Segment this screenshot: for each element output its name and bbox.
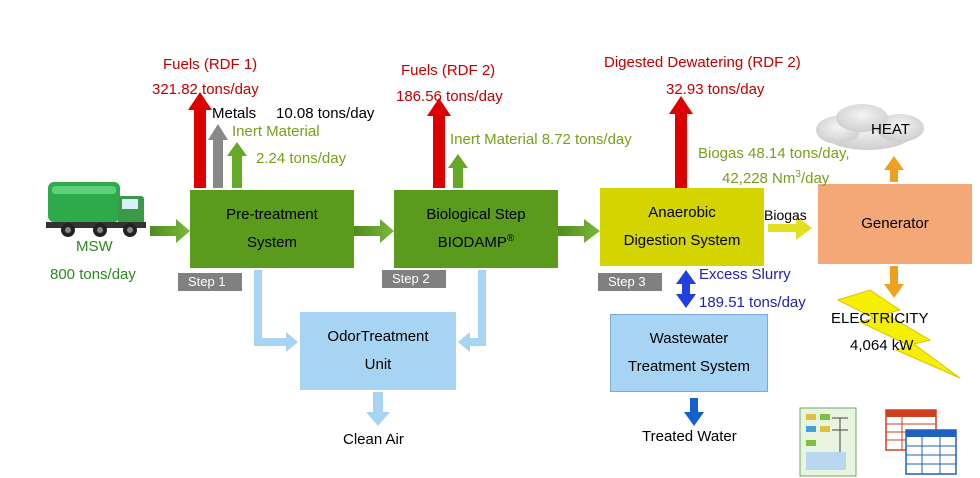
digested-label: Digested Dewatering (RDF 2) — [604, 54, 801, 71]
arrow-msw-to-pretreatment — [150, 219, 190, 243]
arrow-pretreatment-to-biological — [354, 219, 394, 243]
treated-water-label: Treated Water — [642, 428, 737, 445]
fuels-rdf1-label: Fuels (RDF 1) — [163, 56, 258, 73]
generator-label: Generator — [861, 215, 929, 232]
anaerobic-title-1: Anaerobic — [648, 204, 716, 221]
heat-label: HEAT — [871, 121, 910, 138]
step-3-tag: Step 3 — [598, 273, 662, 291]
wastewater-box: Wastewater Treatment System — [610, 314, 768, 392]
excess-slurry-label: Excess Slurry — [699, 266, 791, 283]
arrow-electricity — [884, 266, 904, 298]
step-2-tag: Step 2 — [382, 270, 446, 288]
odor-title-1: OdorTreatment — [327, 328, 429, 345]
arrow-clean-air — [366, 392, 390, 426]
arrow-digested-dewatering — [669, 96, 693, 188]
anaerobic-title-2: Digestion System — [623, 232, 741, 249]
clean-air-label: Clean Air — [343, 431, 404, 448]
fuels-rdf2-amount: 186.56 tons/day — [396, 88, 503, 105]
metals-label: Metals — [212, 105, 257, 122]
arrow-fuels-rdf1 — [188, 92, 212, 188]
step-1-tag: Step 1 — [178, 273, 242, 291]
biogas-flow-line1: Biogas 48.14 tons/day, — [698, 145, 850, 162]
odor-title-2: Unit — [364, 356, 392, 373]
biological-box: Biological Step BIODAMP® — [394, 190, 558, 268]
inert-1-label: Inert Material — [232, 123, 320, 140]
fuels-rdf2-label: Fuels (RDF 2) — [401, 62, 496, 79]
inert-2-label: Inert Material 8.72 tons/day — [450, 131, 632, 148]
arrow-heat — [884, 156, 904, 182]
odor-treatment-box: OdorTreatment Unit — [300, 312, 456, 390]
arrow-biological-to-anaerobic — [558, 219, 600, 243]
biogas-label: Biogas — [764, 207, 807, 223]
arrow-inert-2 — [448, 154, 468, 188]
excess-slurry-amount: 189.51 tons/day — [699, 294, 806, 311]
electricity-label: ELECTRICITY — [831, 310, 929, 327]
biological-title-1: Biological Step — [426, 206, 526, 223]
electricity-amount: 4,064 kW — [850, 337, 914, 354]
garbage-truck-icon — [46, 182, 146, 237]
process-diagram-icon — [799, 407, 857, 477]
generator-box: Generator — [818, 184, 972, 264]
spreadsheet-icon — [885, 409, 957, 475]
heat-cloud — [816, 104, 924, 150]
msw-amount: 800 tons/day — [50, 266, 136, 283]
biological-title-2: BIODAMP — [437, 234, 507, 251]
arrow-biogas-to-generator — [768, 216, 812, 240]
arrow-metals — [208, 124, 228, 188]
pretreatment-title-1: Pre-treatment — [226, 206, 318, 223]
wastewater-title-1: Wastewater — [649, 330, 729, 347]
pretreatment-title-2: System — [246, 234, 297, 251]
fuels-rdf1-amount: 321.82 tons/day — [152, 81, 259, 98]
inert-1-amount: 2.24 tons/day — [256, 150, 347, 167]
wastewater-title-2: Treatment System — [628, 358, 750, 375]
registered-mark: ® — [506, 233, 515, 244]
arrow-pretreatment-to-odor — [254, 270, 298, 352]
anaerobic-box: Anaerobic Digestion System — [600, 188, 764, 266]
digested-amount: 32.93 tons/day — [666, 81, 765, 98]
arrow-treated-water — [684, 398, 704, 426]
arrow-fuels-rdf2 — [427, 98, 451, 188]
biogas-flow-line2: 42,228 Nm3/day — [722, 169, 830, 188]
arrow-inert-1 — [227, 142, 247, 188]
excess-slurry-double-arrow — [676, 270, 696, 308]
arrow-biological-to-odor — [458, 270, 486, 352]
msw-label: MSW — [76, 238, 113, 255]
metals-amount: 10.08 tons/day — [276, 105, 375, 122]
lightning-bolt-icon — [836, 289, 961, 379]
pretreatment-box: Pre-treatment System — [190, 190, 354, 268]
